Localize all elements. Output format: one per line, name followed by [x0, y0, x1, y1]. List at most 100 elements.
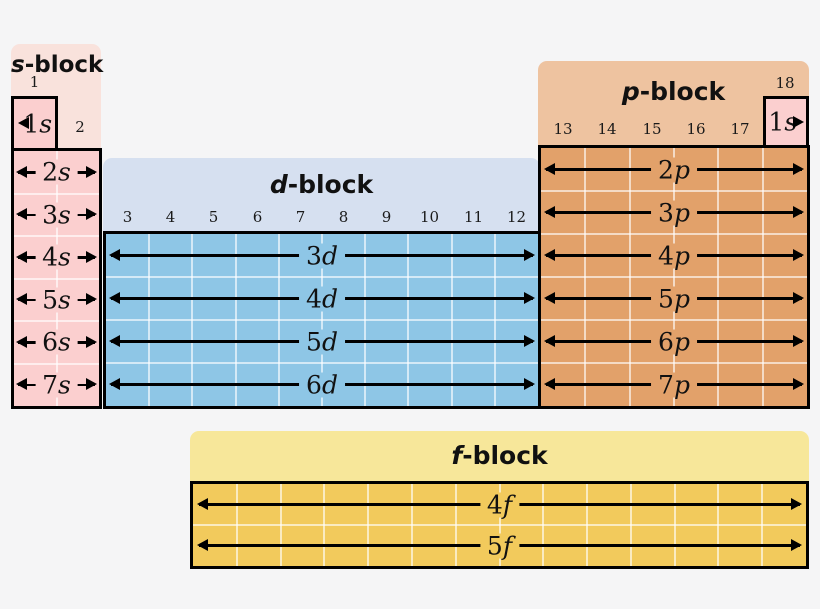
arrow-head-right [86, 250, 97, 263]
group-number-16: 16 [686, 120, 706, 138]
f-block-grid: 4f 5f [190, 481, 809, 569]
arrow-head-left [544, 206, 555, 218]
group-number-2: 2 [75, 118, 85, 136]
subshell-row-3d: 3d [106, 234, 538, 277]
arrow-head-left [109, 378, 120, 390]
group-number-3: 3 [122, 208, 133, 226]
group-number-6: 6 [252, 208, 263, 226]
arrow-head-right [86, 335, 97, 348]
group-number-8: 8 [338, 208, 349, 226]
subshell-label-5s: 5s [35, 287, 78, 313]
group-number-11: 11 [463, 208, 484, 226]
d-block-cells [106, 234, 538, 406]
subshell-label-2s: 2s [35, 159, 78, 185]
subshell-label-7p: 7p [651, 372, 697, 397]
subshell-label-3p: 3p [651, 200, 697, 225]
grid-hline [541, 276, 807, 278]
arrow-head-right [793, 292, 804, 304]
subshell-row-7s: 7s [14, 364, 99, 407]
subshell-row-4p: 4p [541, 234, 807, 277]
group-number-12: 12 [506, 208, 527, 226]
arrow-head-right [793, 206, 804, 218]
subshell-row-5f: 5f [193, 525, 806, 566]
arrow-head-left [544, 378, 555, 390]
subshell-row-4d: 4d [106, 277, 538, 320]
grid-hline [541, 362, 807, 364]
subshell-label-5f: 5f [479, 533, 520, 558]
grid-hline [541, 190, 807, 192]
subshell-row-7p: 7p [541, 363, 807, 406]
arrow-head-left [16, 250, 27, 263]
arrow-head-right [524, 292, 535, 304]
group-number-13: 13 [553, 120, 573, 138]
arrow-head-right [791, 539, 802, 551]
arrow-head-right [793, 249, 804, 261]
subshell-label-6d: 6d [299, 372, 345, 397]
arrow-head-left [109, 335, 120, 347]
arrow-head-right [524, 378, 535, 390]
subshell-row-2p: 2p [541, 148, 807, 191]
subshell-row-4f: 4f [193, 484, 806, 525]
subshell-label-3s: 3s [35, 202, 78, 228]
arrow-head-right [86, 208, 97, 221]
group-number-18: 18 [775, 74, 795, 92]
arrow-head-left [197, 539, 208, 551]
subshell-label-6s: 6s [35, 329, 78, 355]
arrow-head-right [524, 249, 535, 261]
group-number-9: 9 [381, 208, 392, 226]
subshell-row-6p: 6p [541, 320, 807, 363]
p-block-cells [541, 148, 807, 406]
arrow-head-left [544, 335, 555, 347]
arrow-head-right [86, 293, 97, 306]
d-block-title: d-block [269, 170, 374, 199]
f-block-header-panel: f-block [190, 431, 809, 484]
grid-hline [106, 362, 538, 364]
grid-hline [193, 524, 806, 526]
group-number-1: 1 [29, 73, 40, 91]
subshell-row-5p: 5p [541, 277, 807, 320]
arrow-head-right [791, 498, 802, 510]
arrow-head-left [16, 378, 27, 391]
arrow-head-left [16, 165, 27, 178]
s-block-cells [14, 151, 99, 406]
arrow-head-right [86, 378, 97, 391]
grid-hline [14, 235, 99, 237]
group-number-7: 7 [295, 208, 306, 226]
arrow-head-left [109, 292, 120, 304]
grid-hline [14, 320, 99, 322]
arrow-head-left [16, 335, 27, 348]
subshell-row-4s: 4s [14, 236, 99, 279]
subshell-label-2p: 2p [651, 157, 697, 182]
arrow-head-left [109, 249, 120, 261]
f-block-cells [193, 484, 806, 566]
arrow-head-right [86, 165, 97, 178]
arrow-head-left [16, 208, 27, 221]
hydrogen-1s-cell: 1s [11, 96, 58, 151]
grid-hline [541, 233, 807, 235]
subshell-label-4f: 4f [479, 492, 520, 517]
group-number-10: 10 [419, 208, 440, 226]
subshell-row-5d: 5d [106, 320, 538, 363]
group-number-4: 4 [165, 208, 176, 226]
group-number-17: 17 [730, 120, 750, 138]
grid-hline [14, 277, 99, 280]
subshell-label-3d: 3d [299, 243, 345, 268]
subshell-label-5p: 5p [651, 286, 697, 311]
hydrogen-arrow-left-head [18, 117, 29, 129]
group-number-14: 14 [597, 120, 617, 138]
p-block-title: p-block [621, 77, 726, 106]
grid-hline [106, 276, 538, 278]
helium-arrow-right-head [793, 115, 804, 128]
group-number-5: 5 [208, 208, 219, 226]
arrow-head-left [544, 292, 555, 304]
grid-hline [106, 319, 538, 321]
subshell-label-7s: 7s [35, 372, 78, 398]
d-block-header-panel: d-block [103, 158, 540, 233]
s-block-grid: 2s 3s 4s 5s 6s 7s [11, 148, 102, 409]
arrow-head-left [16, 293, 27, 306]
arrow-head-right [524, 335, 535, 347]
arrow-head-left [544, 163, 555, 175]
helium-1s-cell: 1s [763, 96, 809, 148]
grid-hline [541, 319, 807, 321]
